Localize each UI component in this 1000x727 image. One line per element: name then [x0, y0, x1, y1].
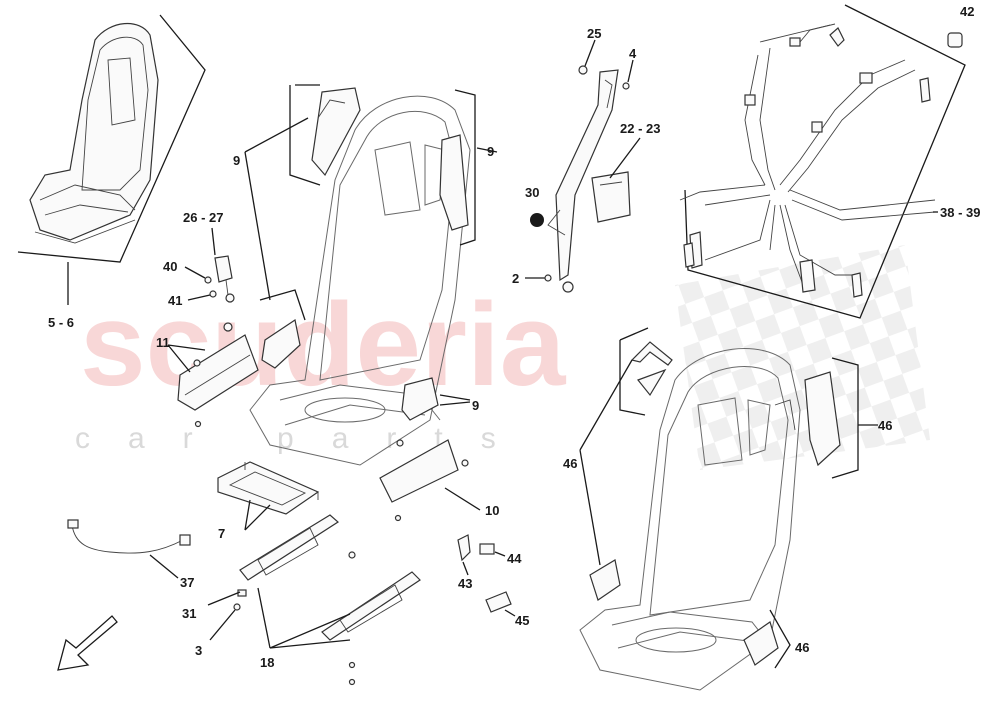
trim-panel-upper-right: [439, 134, 469, 231]
seat-belt-assembly: [547, 69, 631, 293]
harness-bolt-bottom: [851, 272, 863, 298]
bush-44: [479, 543, 495, 555]
label-30: 30: [525, 185, 539, 200]
label-45: 45: [515, 613, 529, 628]
wiring-harness: [71, 524, 184, 554]
watermark-subtitle: car parts: [75, 422, 534, 455]
label-4: 4: [629, 46, 637, 61]
front-direction-arrow-icon: [57, 615, 118, 671]
label-3: 3: [195, 643, 202, 658]
label-44: 44: [507, 551, 522, 566]
harness-bolt-top: [829, 27, 845, 47]
seat-rail-right: [321, 571, 421, 641]
buckle-part: [214, 255, 233, 283]
label-42: 42: [960, 4, 974, 19]
trim-side-lower: [261, 319, 301, 369]
label-7: 7: [218, 526, 225, 541]
harness-bolt-right: [919, 77, 931, 103]
label-2: 2: [512, 271, 519, 286]
label-9-lower: 9: [472, 398, 479, 413]
label-18: 18: [260, 655, 274, 670]
label-11: 11: [156, 335, 170, 350]
label-41: 41: [168, 293, 182, 308]
trim-lower-right-right-seat: [743, 621, 779, 666]
racing-harness: [679, 23, 936, 293]
seat-shell-left: [249, 95, 471, 466]
sleeve-45: [485, 591, 512, 613]
label-5-6: 5 - 6: [48, 315, 74, 330]
bracket-10: [379, 439, 459, 503]
label-38-39: 38 - 39: [940, 205, 980, 220]
bracket-11: [177, 334, 259, 411]
clip-43: [457, 534, 471, 562]
label-26-27: 26 - 27: [183, 210, 223, 225]
bracket-mid-right-seat: [637, 368, 667, 397]
seat-assembly-thumbnail: [29, 22, 159, 244]
label-25: 25: [587, 26, 601, 41]
label-31: 31: [182, 606, 196, 621]
trim-rear-lower: [401, 377, 439, 421]
label-46-right: 46: [878, 418, 892, 433]
label-40: 40: [163, 259, 177, 274]
bracket-upper-right-seat: [630, 341, 673, 366]
label-46-left: 46: [563, 456, 577, 471]
label-9-right: 9: [487, 144, 494, 159]
trim-lower-left-right-seat: [589, 559, 621, 601]
grommet-30: [530, 213, 544, 227]
trim-panel-right-seat: [804, 371, 841, 467]
label-46-bottom: 46: [795, 640, 809, 655]
label-22-23: 22 - 23: [620, 121, 660, 136]
bush-42: [947, 32, 963, 48]
seat-rail-left: [239, 514, 339, 581]
label-43: 43: [458, 576, 472, 591]
harness-bolt-left: [683, 242, 695, 268]
label-37: 37: [180, 575, 194, 590]
label-9-left: 9: [233, 153, 240, 168]
label-10: 10: [485, 503, 499, 518]
